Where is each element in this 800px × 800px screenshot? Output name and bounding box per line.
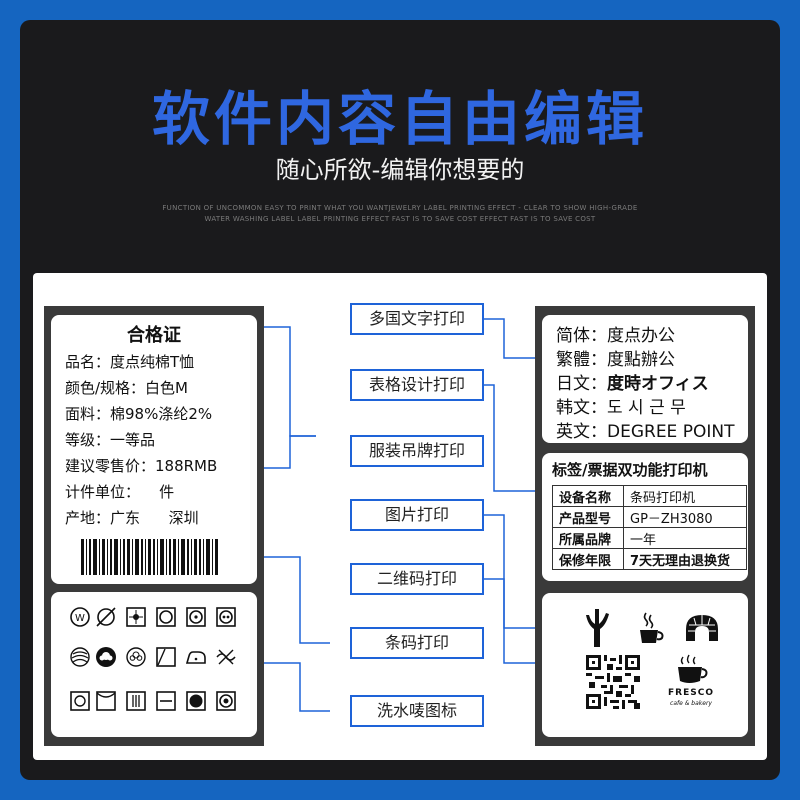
spec-key: 保修年限 — [552, 548, 624, 570]
headline: 软件内容自由编辑 — [151, 85, 648, 153]
language-row: 英文：DEGREE POINT — [556, 417, 734, 442]
cotton-outline-icon — [126, 647, 146, 667]
coffee-cup-icon — [640, 612, 664, 643]
cotton-icon — [96, 647, 116, 667]
feature-barcode: 条码打印 — [350, 627, 484, 659]
connector-table — [484, 384, 539, 492]
language-row: 简体：度点办公 — [556, 321, 675, 346]
tree-trunk-icon — [586, 609, 609, 647]
cafe-logo-icon — [678, 654, 708, 683]
dry-circle-icon — [156, 607, 176, 627]
spec-value: 条码打印机 — [623, 485, 747, 507]
garment-tag-title: 合格证 — [127, 325, 181, 346]
language-row: 繁體：度點辦公 — [556, 345, 675, 370]
garment-tag-line: 计件单位： 件 — [65, 483, 175, 501]
table-row: 所属品牌一年 — [552, 527, 747, 549]
drip-dry-icon — [156, 647, 176, 667]
connector-care — [229, 662, 330, 712]
feature-garment-tag: 服装吊牌打印 — [350, 435, 484, 467]
language-value: 度点办公 — [607, 326, 675, 346]
spec-value: GP－ZH3080 — [623, 506, 747, 528]
language-label: 简体： — [556, 326, 607, 346]
svg-text:W: W — [75, 613, 85, 624]
subheadline: 随心所欲-编辑你想要的 — [275, 156, 525, 184]
garment-tag-card: 合格证 品名：度点纯棉T恤 颜色/规格：白色M 面料：棉98%涤纶2% 等级：一… — [51, 315, 257, 584]
garment-tag-line: 面料：棉98%涤纶2% — [65, 405, 213, 423]
feature-table-design: 表格设计打印 — [350, 369, 484, 401]
language-label: 繁體： — [556, 350, 607, 370]
language-row: 日文：度時オフィス — [556, 369, 709, 394]
spec-value: 一年 — [623, 527, 747, 549]
wool-icon — [70, 647, 90, 667]
fine-print: FUNCTION OF UNCOMMON EASY TO PRINT WHAT … — [20, 203, 780, 225]
connector-languages — [484, 318, 539, 359]
iron-icon — [185, 651, 206, 664]
garment-tag-line: 颜色/规格：白色M — [65, 379, 188, 397]
garment-tag-line: 产地：广东 深圳 — [65, 509, 199, 527]
spec-key: 产品型号 — [552, 506, 624, 528]
left-panel: 合格证 品名：度点纯棉T恤 颜色/规格：白色M 面料：棉98%涤纶2% 等级：一… — [44, 306, 264, 746]
no-wring-icon — [216, 649, 236, 665]
feature-image-print: 图片打印 — [350, 499, 484, 531]
drip-lines-icon — [126, 691, 146, 711]
feature-qrcode: 二维码打印 — [350, 563, 484, 595]
care-symbols-card: W — [51, 592, 257, 737]
dry-shade-icon — [70, 691, 90, 711]
spec-key: 所属品牌 — [552, 527, 624, 549]
garment-tag-line: 品名：度点纯棉T恤 — [65, 353, 195, 371]
language-value: DEGREE POINT — [607, 422, 735, 442]
language-label: 韩文： — [556, 398, 607, 418]
spec-value: 7天无理由退换货 — [623, 548, 747, 570]
language-value: 도 시 근 무 — [607, 398, 686, 418]
language-label: 英文： — [556, 422, 607, 442]
fine-print-line-1: FUNCTION OF UNCOMMON EASY TO PRINT WHAT … — [162, 204, 638, 212]
garment-tag-line: 等级：一等品 — [65, 431, 156, 449]
connector-barcode — [229, 556, 330, 644]
brick-oven-icon — [686, 615, 718, 641]
right-panel: 简体：度点办公 繁體：度點辦公 日文：度時オフィス 韩文：도 시 근 무 英文：… — [535, 306, 755, 746]
table-row: 设备名称条码打印机 — [552, 485, 747, 507]
dry-low-icon — [186, 607, 206, 627]
images-card: FRESCO cafe & bakery — [542, 593, 748, 737]
languages-card: 简体：度点办公 繁體：度點辦公 日文：度時オフィス 韩文：도 시 근 무 英文：… — [542, 315, 748, 443]
tumble-high-icon — [186, 691, 206, 711]
garment-tag-line: 建议零售价：188RMB — [65, 457, 218, 475]
flat-dry-icon — [156, 691, 176, 711]
cafe-logo-text: FRESCO — [668, 688, 714, 698]
feature-care-label: 洗水唛图标 — [350, 695, 484, 727]
barcode-graphic — [81, 539, 218, 575]
no-dryclean-icon — [96, 607, 116, 627]
feature-multilanguage: 多国文字打印 — [350, 303, 484, 335]
tumble-low-icon — [216, 691, 236, 711]
spec-table-title: 标签/票据双功能打印机 — [552, 461, 708, 479]
fine-print-line-2: WATER WASHING LABEL LABEL PRINTING EFFEC… — [204, 215, 596, 223]
language-row: 韩文：도 시 근 무 — [556, 393, 686, 418]
feature-canvas: 合格证 品名：度点纯棉T恤 颜色/规格：白色M 面料：棉98%涤纶2% 等级：一… — [33, 273, 767, 760]
language-value: 度點辦公 — [607, 350, 675, 370]
cafe-logo-subtext: cafe & bakery — [670, 700, 712, 707]
language-value: 度時オフィス — [607, 374, 709, 394]
banner-frame: 软件内容自由编辑 随心所欲-编辑你想要的 FUNCTION OF UNCOMMO… — [20, 20, 780, 780]
spec-key: 设备名称 — [552, 485, 624, 507]
line-dry-icon — [96, 691, 116, 711]
wash-w-icon: W — [70, 607, 90, 627]
dry-medium-icon — [216, 607, 236, 627]
language-label: 日文： — [556, 374, 607, 394]
qr-code-graphic — [586, 655, 640, 709]
tumble-dry-icon — [126, 607, 146, 627]
